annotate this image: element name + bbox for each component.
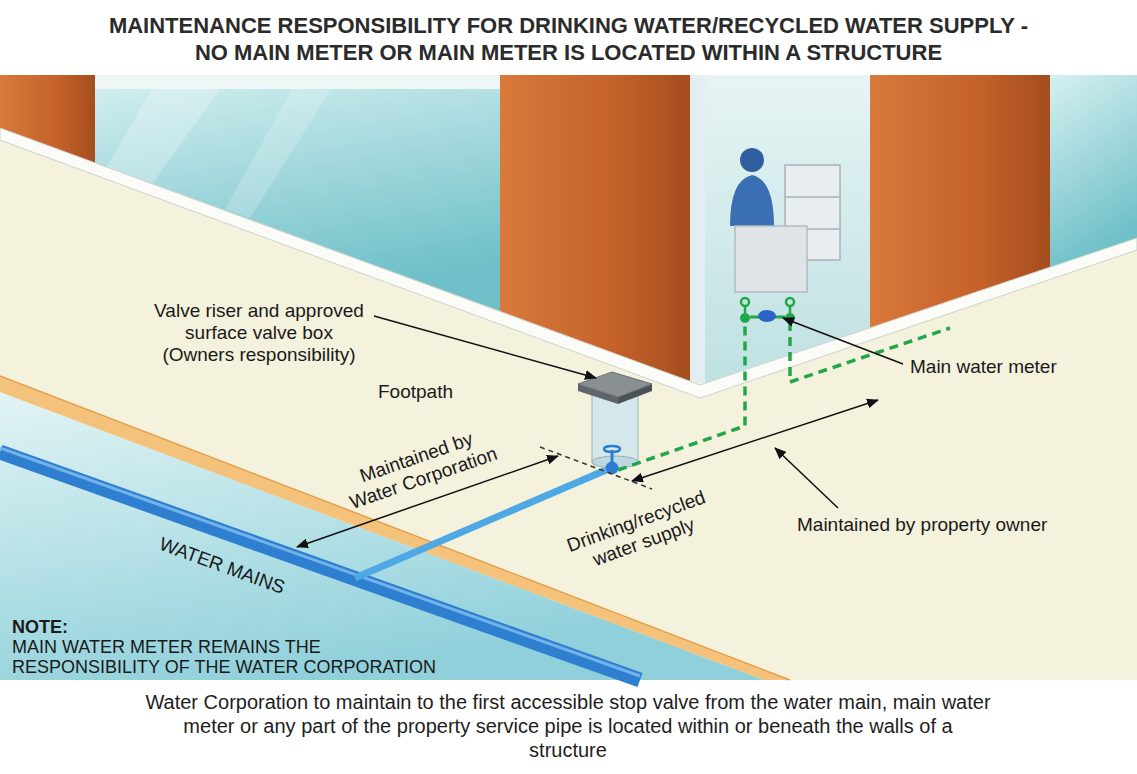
- building-slab: [0, 128, 1137, 398]
- extent-arrow: [632, 400, 878, 481]
- cabinet-drawer: [785, 196, 840, 198]
- person-head: [740, 148, 764, 172]
- responsibility-label: Maintained by property owner: [797, 514, 1047, 536]
- footpath-ground: [0, 75, 1137, 680]
- glass-wall: [1050, 75, 1137, 267]
- leader-arrow: [775, 448, 838, 508]
- pipe-label: Drinking/recycled water supply: [560, 485, 721, 579]
- note-text: MAIN WATER METER REMAINS THE RESPONSIBIL…: [12, 637, 467, 677]
- part-label: Valve riser and approved surface valve b…: [150, 300, 368, 366]
- corner-column: [690, 75, 705, 384]
- valve-handle: [741, 298, 749, 306]
- part-label: Main water meter: [910, 356, 1057, 378]
- note-heading: NOTE:: [12, 617, 68, 637]
- boundary-line: [540, 447, 652, 489]
- diagram-caption: Water Corporation to maintain to the fir…: [143, 690, 993, 762]
- glass-frame: [95, 75, 500, 89]
- person-body: [730, 175, 774, 226]
- leader-arrow: [783, 318, 903, 364]
- wood-pillar: [870, 75, 1050, 328]
- responsibility-label: Maintained by Water Corporation: [335, 420, 505, 515]
- water-main-highlight: [0, 448, 640, 676]
- meter-valve: [740, 313, 750, 323]
- leader-arrow: [374, 316, 596, 378]
- water-main-pipe: [0, 452, 640, 680]
- valve-handle: [786, 298, 794, 306]
- area-label: Footpath: [378, 381, 453, 403]
- pipe-label: WATER MAINS: [156, 533, 288, 599]
- kerb-edge: [0, 376, 790, 680]
- water-meter: [758, 310, 776, 322]
- glass-reflection: [105, 75, 230, 187]
- diagram-title: MAINTENANCE RESPONSIBILITY FOR DRINKING …: [96, 12, 1041, 66]
- glass-reflection: [225, 75, 340, 218]
- office-desk: [735, 226, 807, 292]
- property-pipe: [618, 322, 745, 470]
- stop-valve-handle: [604, 446, 620, 452]
- kerb-band: [0, 376, 790, 680]
